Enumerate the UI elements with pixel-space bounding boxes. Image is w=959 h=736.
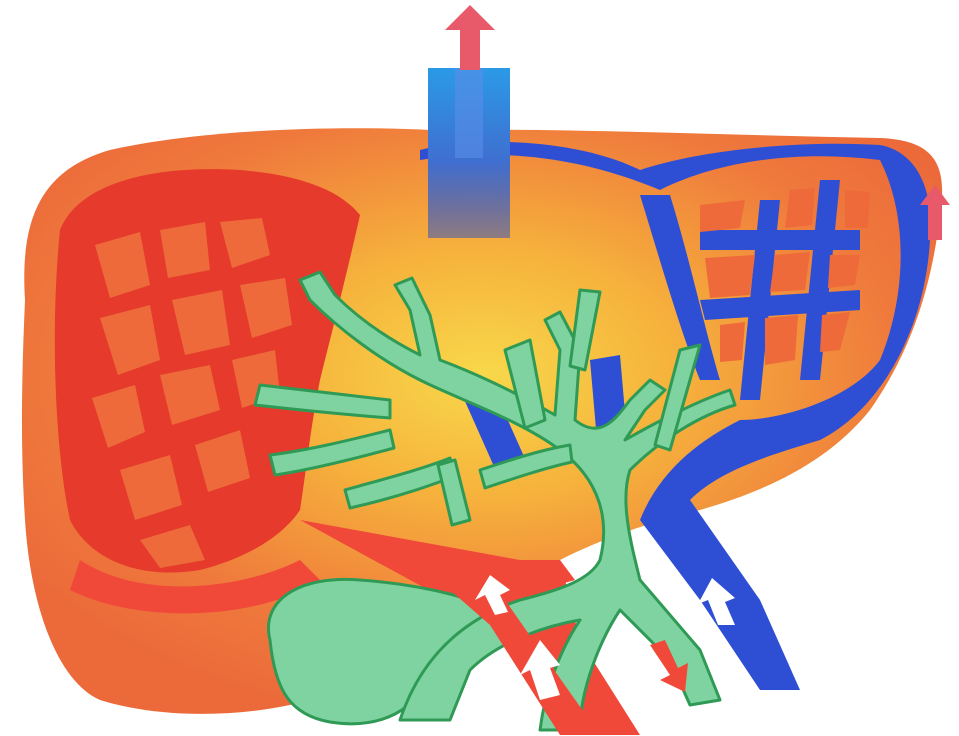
outflow-arrow-icon [445,5,495,70]
vena-cava-center [455,68,483,158]
